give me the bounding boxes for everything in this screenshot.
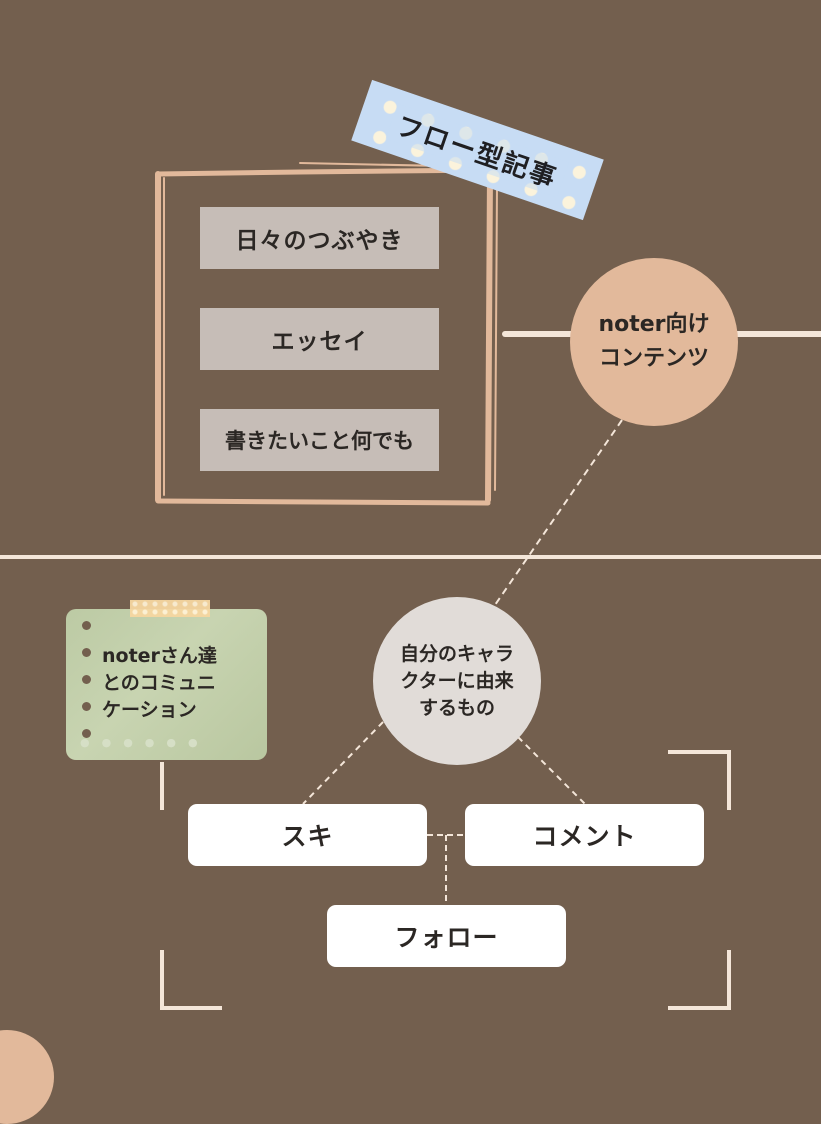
note-card-text: noterさん達 とのコミュニ ケーション bbox=[102, 643, 262, 724]
note-hole bbox=[82, 648, 91, 657]
note-hole bbox=[82, 621, 91, 630]
follow-box: フォロー bbox=[327, 905, 566, 967]
dashed-link-contents-character bbox=[494, 419, 623, 606]
flow-item-essay: エッセイ bbox=[200, 308, 439, 370]
dashed-link-suki bbox=[302, 721, 384, 805]
character-circle-line3: するもの bbox=[418, 696, 495, 719]
character-circle-line2: クターに由来 bbox=[400, 669, 514, 692]
suki-box: スキ bbox=[188, 804, 427, 866]
note-hole bbox=[82, 675, 91, 684]
character-circle-line1: 自分のキャラ bbox=[399, 642, 514, 665]
comment-box: コメント bbox=[465, 804, 704, 866]
bracket-bottom-left bbox=[160, 950, 222, 1010]
bracket-bottom-right bbox=[668, 950, 731, 1010]
bracket-top-right bbox=[668, 750, 731, 810]
note-card-dot-pattern: ●●●●●● bbox=[80, 736, 210, 749]
communication-note-card: noterさん達 とのコミュニ ケーション bbox=[66, 609, 267, 760]
action-brackets bbox=[160, 750, 731, 1010]
note-hole bbox=[82, 729, 91, 738]
character-circle: 自分のキャラ クターに由来 するもの bbox=[373, 597, 541, 765]
contents-circle-line2: コンテンツ bbox=[598, 346, 709, 371]
note-card-line1: noterさん達 bbox=[102, 645, 217, 667]
diagram-lines bbox=[0, 162, 821, 1010]
flow-frame bbox=[155, 162, 498, 506]
flow-item-anything: 書きたいこと何でも bbox=[200, 409, 439, 471]
note-hole bbox=[82, 702, 91, 711]
dashed-link-comment bbox=[517, 736, 586, 805]
note-card-line2: とのコミュニ bbox=[102, 672, 216, 694]
note-card-line3: ケーション bbox=[102, 699, 197, 721]
flow-item-daily-tweets: 日々のつぶやき bbox=[200, 207, 439, 269]
contents-circle: noter向け コンテンツ bbox=[570, 258, 738, 426]
note-card-tape bbox=[130, 600, 210, 617]
contents-circle-line1: noter向け bbox=[598, 312, 710, 337]
